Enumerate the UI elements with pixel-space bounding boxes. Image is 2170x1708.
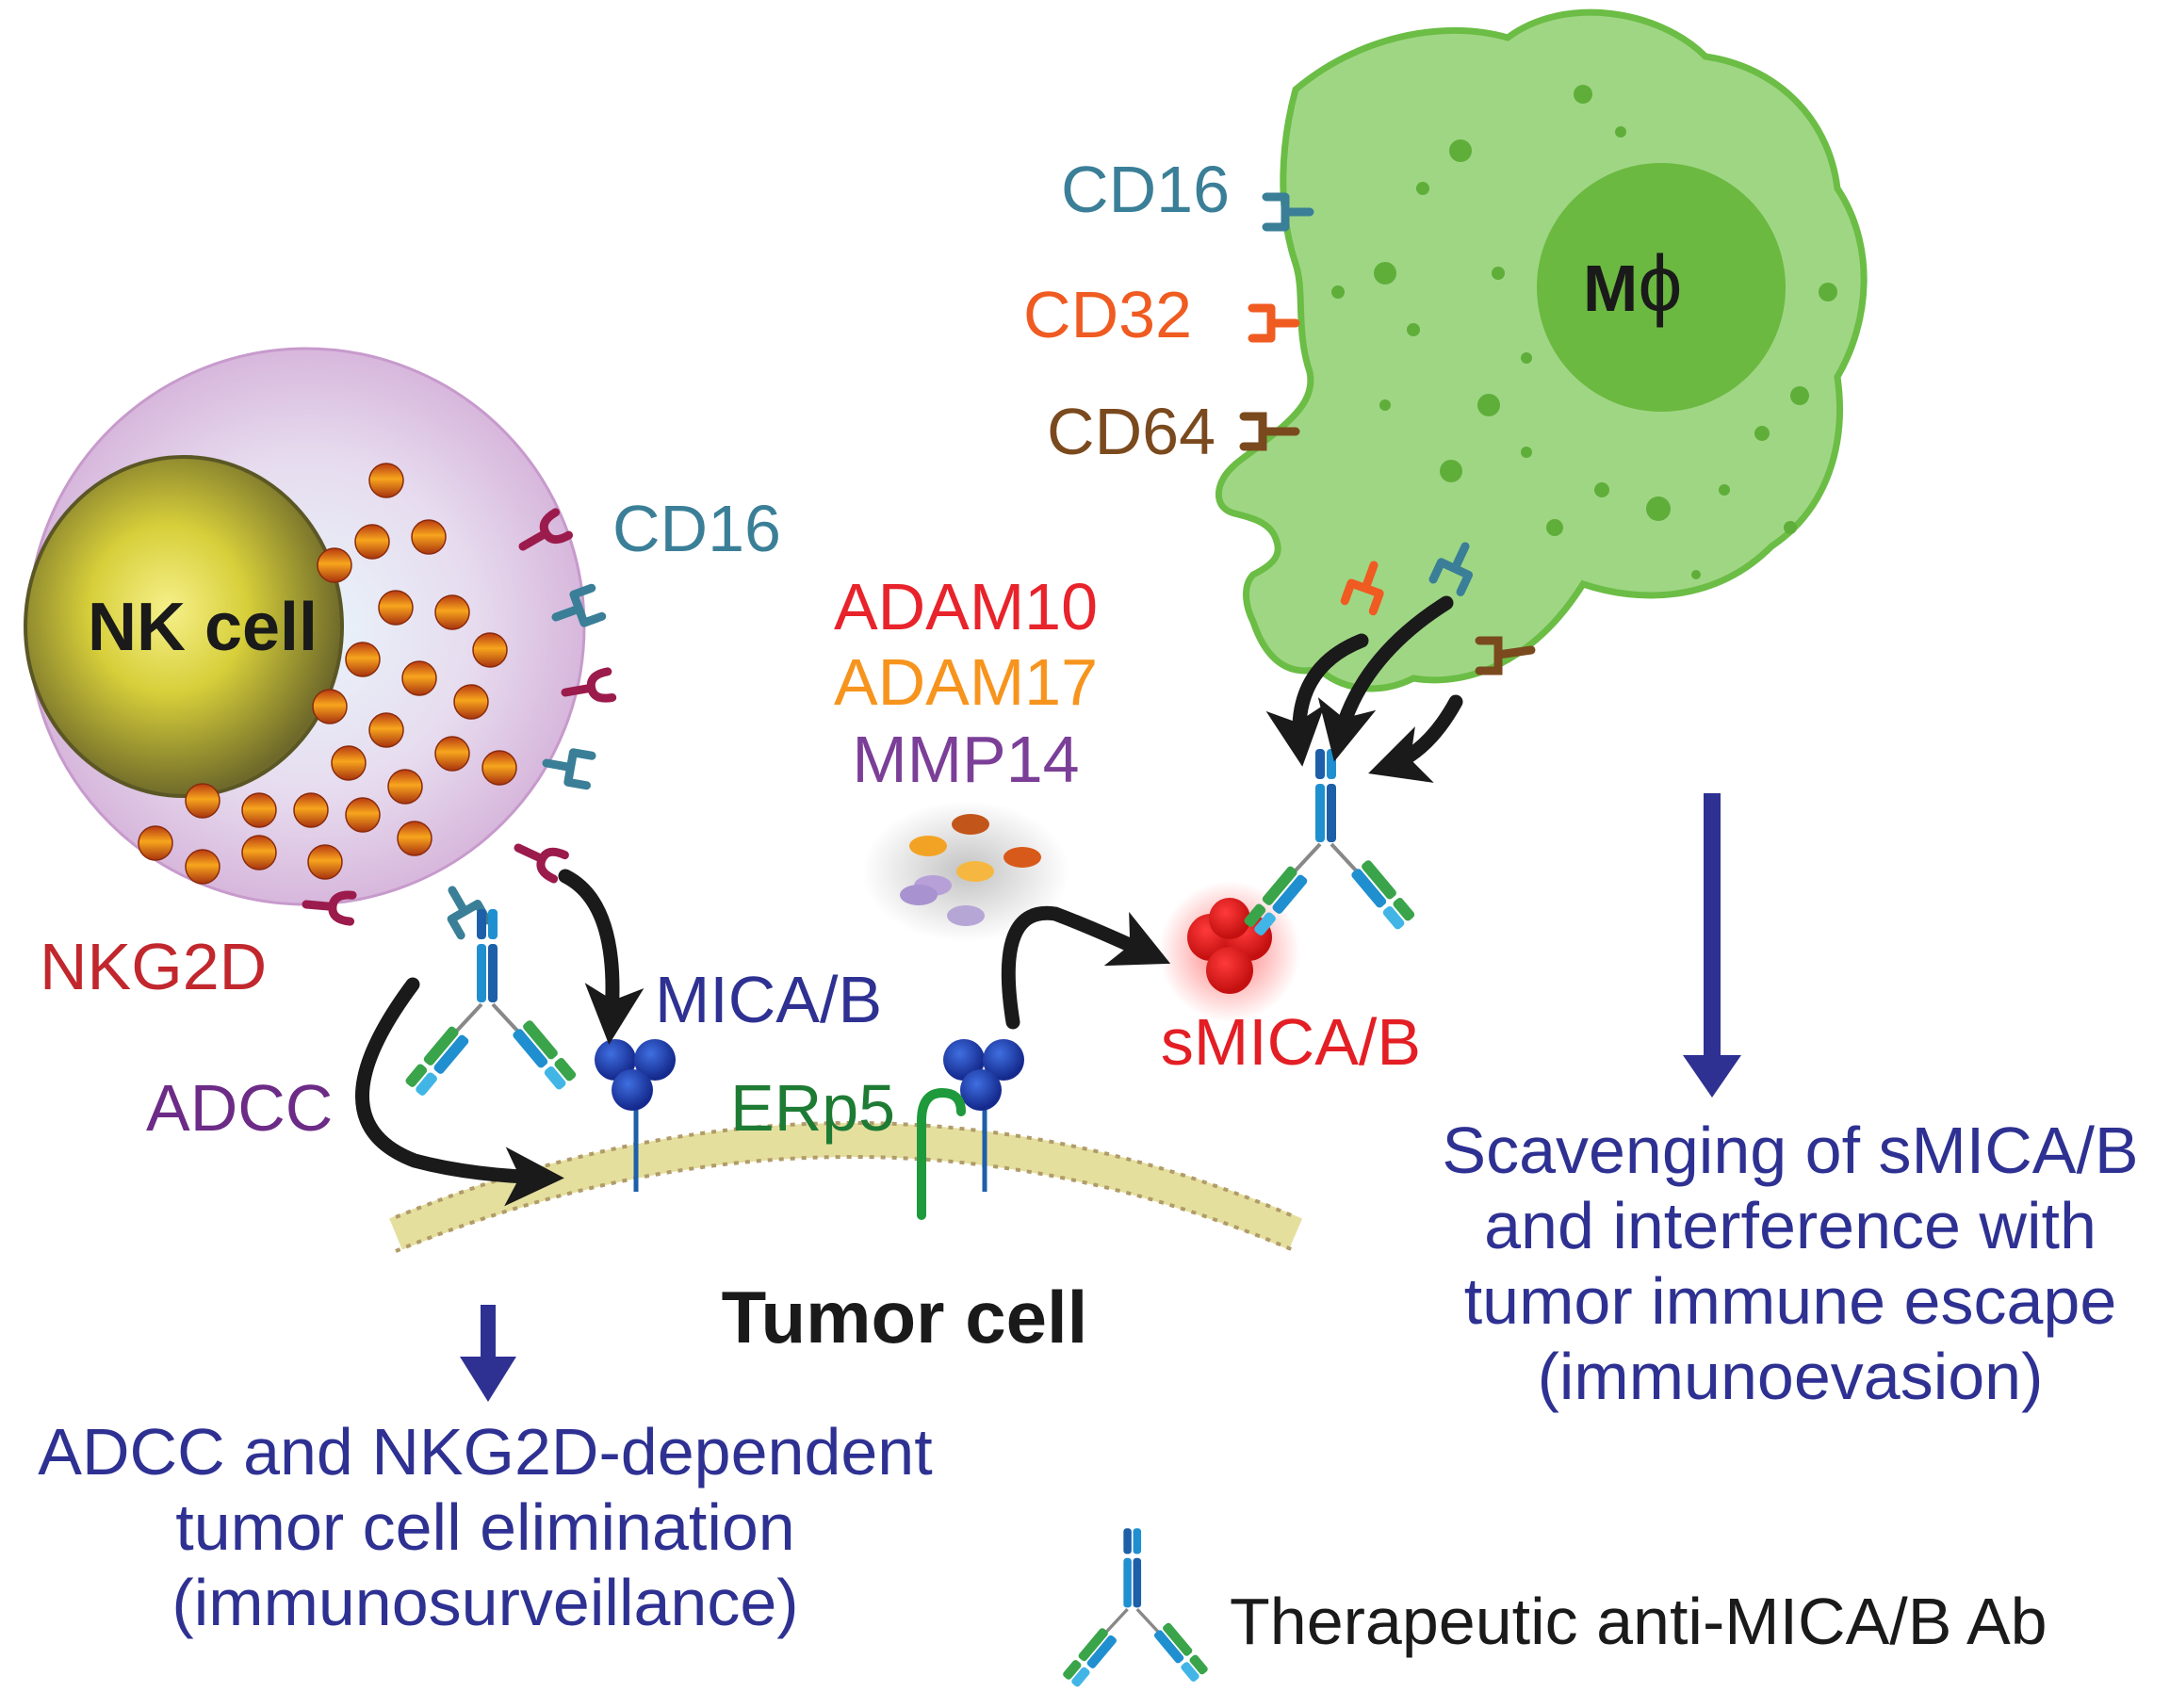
macrophage-label: Mϕ <box>1583 239 1682 328</box>
nk-cell-label: NK cell <box>88 590 318 665</box>
mica-b-label: MICA/B <box>655 963 882 1036</box>
cd64-receptor-bottom <box>1475 636 1536 675</box>
arrow-shedding <box>1001 905 1171 1030</box>
legend-antibody-label: Therapeutic anti-MICA/B Ab <box>1230 1585 2048 1658</box>
adcc-label: ADCC <box>146 1071 333 1145</box>
outcome-left-line-3: (immunosurveillance) <box>171 1566 798 1639</box>
erp5-label: ERp5 <box>730 1071 895 1145</box>
nk-cell-nucleus <box>24 455 344 798</box>
outcome-arrow-right <box>1683 793 1741 1098</box>
macrophage-nucleus <box>1537 163 1786 412</box>
nk-cell: NK cell <box>24 347 586 906</box>
macrophage-vesicles <box>1331 85 1837 579</box>
arrow-mac-2 <box>1317 595 1454 762</box>
nkg2d-label: NKG2D <box>40 930 267 1003</box>
outcome-right-line-2: and interference with <box>1484 1189 2097 1262</box>
cd32-label: CD32 <box>1023 278 1192 351</box>
tumor-cell-label: Tumor cell <box>722 1276 1088 1358</box>
outcome-right-line-4: (immunoevasion) <box>1538 1340 2044 1413</box>
arrow-adcc <box>355 977 564 1207</box>
antibody-nk <box>401 907 579 1099</box>
smica-b-label: sMICA/B <box>1161 1005 1421 1079</box>
nk-granules <box>138 463 517 885</box>
outcome-left-line-1: ADCC and NKG2D-dependent <box>38 1415 932 1488</box>
outcome-left: ADCC and NKG2D-dependent tumor cell elim… <box>38 1415 932 1639</box>
outcome-right-line-3: tumor immune escape <box>1464 1264 2117 1338</box>
cd16-nk-label: CD16 <box>612 492 781 565</box>
adam10-label: ADAM10 <box>834 570 1098 643</box>
mmp14-label: MMP14 <box>852 723 1079 796</box>
outcome-left-line-2: tumor cell elimination <box>175 1490 794 1564</box>
protease-cluster <box>862 801 1069 942</box>
cd32-receptor <box>1252 308 1296 338</box>
cd64-receptor <box>1239 412 1300 451</box>
outcome-right: Scavenging of sMICA/B and interference w… <box>1442 1114 2138 1413</box>
adam17-label: ADAM17 <box>834 645 1098 719</box>
cd64-label: CD64 <box>1047 395 1216 468</box>
outcome-arrow-left <box>460 1305 516 1402</box>
cd16-mac-label: CD16 <box>1061 153 1230 226</box>
legend-antibody-icon <box>1060 1526 1211 1690</box>
phi-symbol: ϕ <box>1638 239 1682 328</box>
outcome-right-line-1: Scavenging of sMICA/B <box>1442 1114 2138 1187</box>
arrow-nkg2d-to-mica <box>558 869 644 1045</box>
legend: Therapeutic anti-MICA/B Ab <box>1060 1526 2048 1690</box>
macrophage: Mϕ <box>1215 8 1868 692</box>
arrow-mac-3 <box>1368 694 1463 783</box>
arrows <box>355 595 1463 1207</box>
erp5-protein <box>917 1087 966 1220</box>
arrow-mac-1 <box>1265 633 1369 767</box>
